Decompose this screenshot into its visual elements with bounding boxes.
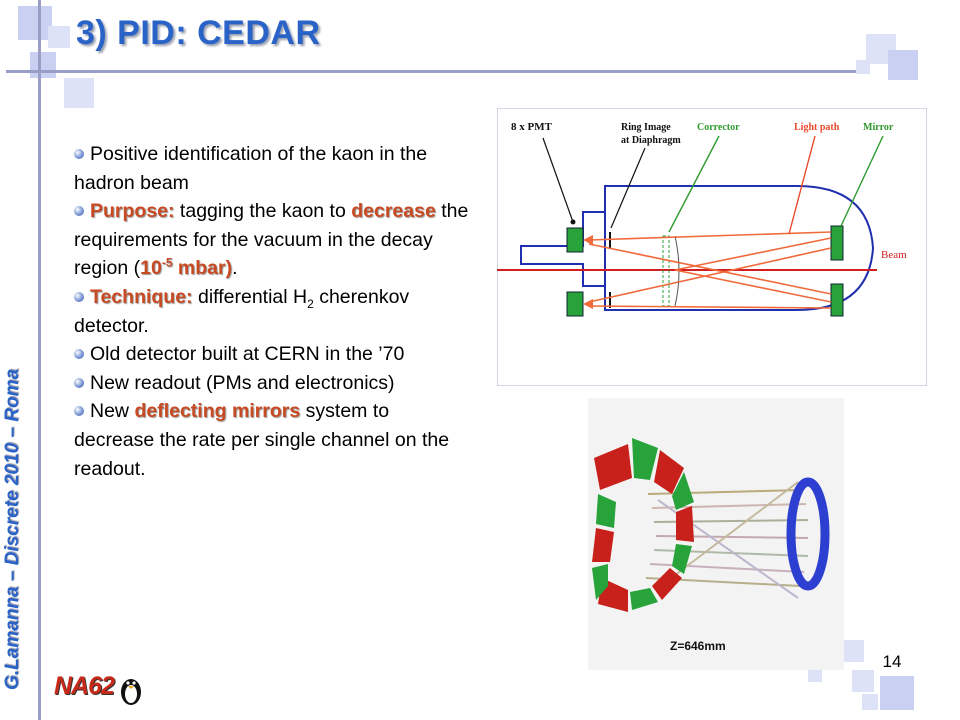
bullet-item: Technique: differential H2 cherenkov det… — [74, 283, 469, 340]
mirror-upper — [830, 225, 844, 261]
decor-square — [30, 52, 56, 78]
vessel-outline — [520, 185, 875, 311]
decor-square — [48, 26, 70, 48]
arrowhead-upper — [583, 235, 593, 245]
pmt-cluster — [592, 438, 694, 612]
pressure-unit: mbar) — [172, 257, 233, 280]
decor-square — [64, 78, 94, 108]
decor-square — [808, 668, 822, 682]
bullet-text: system to decrease the rate per single c… — [74, 400, 450, 480]
mirrors-highlight: deflecting mirrors — [134, 400, 301, 423]
label-ring-image: Ring Image — [621, 122, 671, 133]
bullet-text: differential H — [192, 285, 308, 308]
decor-horizontal-line — [6, 70, 856, 73]
corrector-lens — [662, 235, 670, 307]
penguin-icon — [121, 679, 141, 705]
light-path-pointer — [788, 135, 816, 235]
pmt-lower — [566, 291, 584, 317]
bullet-text: cherenkov detector. — [74, 285, 410, 337]
label-corrector: Corrector — [697, 122, 740, 133]
bullet-item: New deflecting mirrors system to decreas… — [74, 397, 469, 483]
na62-logo: NA62 — [54, 672, 115, 700]
mirror-pointer — [840, 135, 884, 227]
bullet-icon — [74, 149, 84, 159]
label-beam: Beam — [881, 249, 907, 261]
bullet-item: Positive identification of the kaon in t… — [74, 140, 469, 197]
bullet-item: New readout (PMs and electronics) — [74, 369, 469, 398]
decor-square — [18, 6, 52, 40]
bullet-text: New readout (PMs and electronics) — [90, 371, 395, 394]
subscript: 2 — [307, 296, 314, 311]
pmt-pointer-dot — [570, 219, 576, 225]
pressure-exponent: -5 — [161, 255, 173, 270]
bullet-icon — [74, 349, 84, 360]
label-pointers — [542, 137, 646, 229]
mirror-lower — [830, 283, 844, 317]
decor-square — [856, 60, 870, 74]
side-credit: G.Lamanna – Discrete 2010 – Roma — [2, 368, 23, 690]
blue-ring — [786, 477, 830, 591]
purpose-label: Purpose: — [90, 200, 175, 223]
bullet-list: Positive identification of the kaon in t… — [74, 140, 469, 483]
decor-vertical-line — [38, 0, 41, 720]
bullet-icon — [74, 291, 84, 302]
bullet-text: Old detector built at CERN in the ’70 — [90, 343, 405, 366]
bullet-icon — [74, 406, 84, 417]
decor-square — [852, 670, 874, 692]
corrector-pointer — [668, 135, 720, 233]
light-paths — [588, 231, 832, 309]
label-pmt: 8 x PMT — [511, 121, 553, 133]
bullet-text: tagging the kaon to — [174, 200, 352, 223]
cedar-schematic: 8 x PMT Ring Image at Diaphragm Correcto… — [497, 108, 927, 386]
technique-label: Technique: — [90, 285, 193, 308]
decrease-highlight: decrease — [351, 200, 436, 223]
pressure-base: 10 — [140, 257, 162, 280]
decor-square — [862, 694, 878, 710]
bullet-item: Old detector built at CERN in the ’70 — [74, 340, 469, 369]
bullet-text: New — [90, 400, 135, 423]
decor-square — [842, 640, 864, 662]
slide-title: 3) PID: CEDAR — [76, 14, 321, 52]
bullet-text: Positive identification of the kaon in t… — [74, 143, 428, 194]
pressure-value: 10-5 mbar) — [140, 255, 233, 280]
decor-square — [888, 50, 918, 80]
pmt-upper — [566, 227, 584, 253]
label-light-path: Light path — [794, 122, 840, 133]
bullet-icon — [74, 206, 84, 217]
simulation-render: Z=646mm — [588, 398, 844, 670]
label-mirror: Mirror — [863, 122, 894, 133]
bullet-icon — [74, 377, 84, 388]
sim-caption: Z=646mm — [670, 639, 726, 653]
label-at-diaphragm: at Diaphragm — [621, 135, 681, 146]
bullet-item: Purpose: tagging the kaon to decrease th… — [74, 197, 469, 283]
bullet-text: . — [232, 257, 238, 280]
bullet-text: the requirements for the vacuum in the d… — [74, 200, 469, 280]
decor-square — [880, 676, 914, 710]
page-number: 14 — [882, 652, 902, 671]
arrowhead-lower — [583, 299, 593, 309]
